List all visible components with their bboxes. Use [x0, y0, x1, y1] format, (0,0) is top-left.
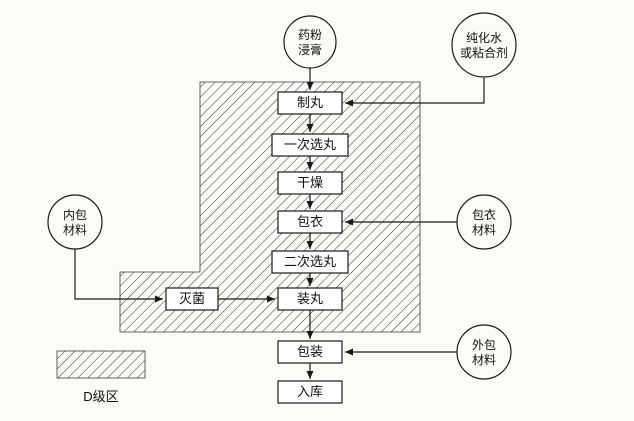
- purified-water-circle: [451, 12, 517, 78]
- node-packaging: 包装: [277, 340, 343, 364]
- source-purified-water: 纯化水 或粘合剂: [451, 12, 517, 78]
- node-pill-making: 制丸: [277, 91, 343, 115]
- pill-filling-label: 装丸: [297, 291, 323, 306]
- source-powder-extract: 药粉 浸膏: [283, 15, 337, 69]
- outer-material-circle: [456, 324, 512, 380]
- powder-extract-label-line2: 浸膏: [298, 42, 322, 57]
- arrow-innermaterial-to-sterilization: [74, 249, 163, 303]
- node-first-selection: 一次选丸: [271, 133, 349, 157]
- purified-water-label-line2: 或粘合剂: [460, 45, 508, 60]
- first-selection-label: 一次选丸: [284, 137, 336, 152]
- outer-material-label-line2: 材料: [472, 353, 496, 367]
- node-pill-filling: 装丸: [277, 287, 343, 311]
- pill-making-label: 制丸: [297, 95, 323, 110]
- coating-box: [277, 210, 343, 234]
- drying-label: 干燥: [297, 175, 323, 190]
- legend-label: D级区: [83, 389, 118, 404]
- inner-material-label-line1: 内包: [63, 208, 87, 222]
- packaging-label: 包装: [297, 344, 323, 359]
- coating-material-label-line1: 包衣: [472, 207, 496, 222]
- warehousing-box: [277, 380, 343, 404]
- powder-extract-circle: [283, 15, 337, 69]
- first-selection-box: [271, 133, 349, 157]
- second-selection-label: 二次选丸: [284, 254, 336, 269]
- legend: D级区: [56, 350, 146, 404]
- node-sterilization: 灭菌: [165, 287, 219, 311]
- node-coating: 包衣: [277, 210, 343, 234]
- node-drying: 干燥: [277, 171, 343, 195]
- coating-material-label-line2: 材料: [472, 223, 496, 237]
- sterilization-box: [165, 287, 219, 311]
- second-selection-box: [271, 250, 349, 274]
- sterilization-label: 灭菌: [179, 291, 205, 306]
- outer-material-label-line1: 外包: [472, 338, 496, 352]
- source-inner-material: 内包 材料: [47, 194, 103, 250]
- inner-material-label-line2: 材料: [63, 223, 87, 237]
- coating-label: 包衣: [297, 214, 323, 229]
- pill-making-box: [277, 91, 343, 115]
- node-second-selection: 二次选丸: [271, 250, 349, 274]
- source-coating-material: 包衣 材料: [456, 194, 512, 250]
- pill-filling-box: [277, 287, 343, 311]
- coating-material-circle: [456, 194, 512, 250]
- d-grade-area-region: [119, 81, 421, 333]
- packaging-box: [277, 340, 343, 364]
- purified-water-label-line1: 纯化水: [466, 31, 502, 45]
- node-warehousing: 入库: [277, 380, 343, 404]
- legend-hatch-swatch: [56, 350, 146, 379]
- arrow-water-to-pillmaking: [345, 78, 485, 107]
- warehousing-label: 入库: [297, 384, 323, 399]
- inner-material-circle: [47, 194, 103, 250]
- powder-extract-label-line1: 药粉: [298, 28, 322, 42]
- drying-box: [277, 171, 343, 195]
- source-outer-material: 外包 材料: [456, 324, 512, 380]
